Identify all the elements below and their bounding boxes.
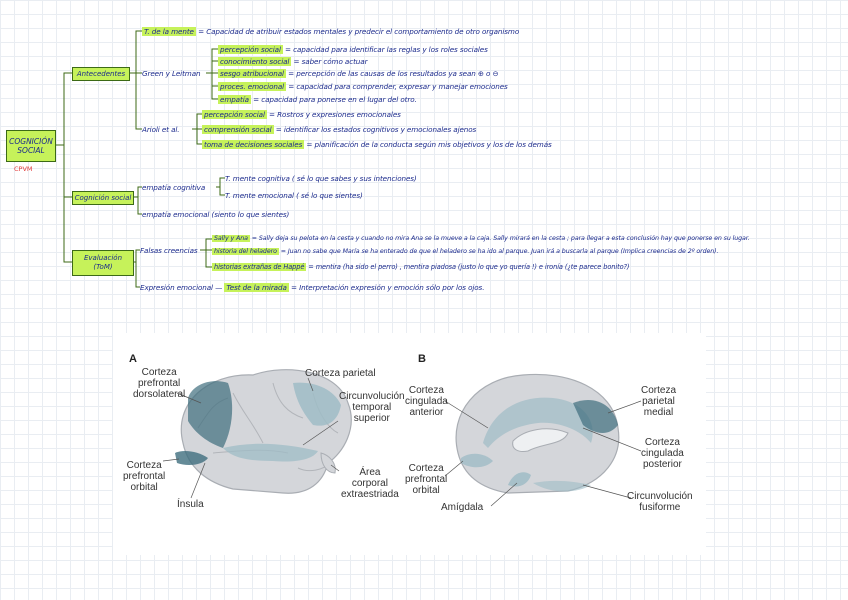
empatia-cognitiva: empatía cognitiva [142,183,205,192]
tm-row: T. de la mente = Capacidad de atribuir e… [142,27,519,36]
green-item-text: capacidad para identificar las reglas y … [293,45,488,54]
green-item-key: percepción social [218,45,283,54]
label-a-insula: Ínsula [177,499,204,510]
green-item-key: proces. emocional [218,82,286,91]
tm-text: Capacidad de atribuir estados mentales y… [206,27,519,36]
node-cognicion-label: Cognición social [75,194,132,203]
green-item: sesgo atribucional = percepción de las c… [218,69,498,78]
falsas-item-text: mentira (ha sido el perro) , mentira pia… [316,263,630,271]
node-antecedentes-label: Antecedentes [77,70,125,79]
brain-medial-view [456,374,619,493]
tm-cognitiva: T. mente cognitiva ( sé lo que sabes y s… [225,174,417,183]
label-a-parietal: Corteza parietal [305,368,376,379]
arioli-item-key: percepción social [202,110,267,119]
root-node: COGNICIÓN SOCIAL [6,130,56,162]
green-item: percepción social = capacidad para ident… [218,45,488,54]
arioli-item: comprensión social = identificar los est… [202,125,476,134]
expresion-text: Interpretación expresión y emoción sólo … [299,283,484,292]
arioli-item-text: Rostros y expresiones emocionales [277,110,401,119]
arioli-item-text: planificación de la conducta según mis o… [315,140,552,149]
falsas-item-key: Sally y Ana [212,235,250,242]
green-item-key: conocimiento social [218,57,291,66]
arioli-item: percepción social = Rostros y expresione… [202,110,401,119]
green-label: Green y Leitman [142,69,200,78]
arioli-item-key: toma de decisiones sociales [202,140,304,149]
arioli-item-key: comprensión social [202,125,274,134]
green-item-key: sesgo atribucional [218,69,286,78]
expresion-key: Expresión emocional [140,283,213,292]
falsas-item: historia del heladero = Juan no sabe que… [212,248,718,255]
green-item-text: percepción de las causas de los resultad… [296,69,498,78]
label-b-amigdala: Amígdala [441,502,483,513]
brain-lateral-view [175,370,351,494]
expresion-row: Expresión emocional — Test de la mirada … [140,283,484,292]
falsas-item-text: Juan no sabe que María se ha enterado de… [288,248,719,255]
falsas-item-key: historia del heladero [212,248,279,255]
green-item-text: capacidad para ponerse en el lugar del o… [261,95,416,104]
node-evaluacion: Evaluación (ToM) [72,250,134,276]
brain-figure: A B [113,333,706,555]
green-item: proces. emocional = capacidad para compr… [218,82,508,91]
tm-emocional: T. mente emocional ( sé lo que sientes) [225,191,363,200]
tm-key: T. de la mente [142,27,196,36]
green-item: empatía = capacidad para ponerse en el l… [218,95,417,104]
root-tag: CPVM [14,165,33,173]
green-item-text: capacidad para comprender, expresar y ma… [296,82,507,91]
root-line2: SOCIAL [17,146,44,155]
green-item: conocimiento social = saber cómo actuar [218,57,367,66]
node-antecedentes: Antecedentes [72,67,130,81]
green-item-text: saber cómo actuar [302,57,368,66]
expresion-test: Test de la mirada [224,283,288,292]
empatia-emocional: empatía emocional (siento lo que sientes… [142,210,289,219]
node-cognicion: Cognición social [72,191,134,205]
falsas-item-text: Sally deja su pelota en la cesta y cuand… [259,235,750,242]
root-line1: COGNICIÓN [9,137,53,146]
falsas-creencias-label: Falsas creencias [140,246,198,255]
arioli-label: Arioli et al. [142,125,179,134]
brain-illustrations [113,333,706,555]
falsas-item: historias extrañas de Happé = mentira (h… [212,263,629,271]
arioli-item-text: identificar los estados cognitivos y emo… [284,125,476,134]
node-evaluacion-sublabel: (ToM) [93,263,112,272]
node-evaluacion-label: Evaluación [84,254,122,263]
falsas-item-key: historias extrañas de Happé [212,263,306,271]
green-item-key: empatía [218,95,251,104]
arioli-item: toma de decisiones sociales = planificac… [202,140,552,149]
falsas-item: Sally y Ana = Sally deja su pelota en la… [212,235,750,242]
